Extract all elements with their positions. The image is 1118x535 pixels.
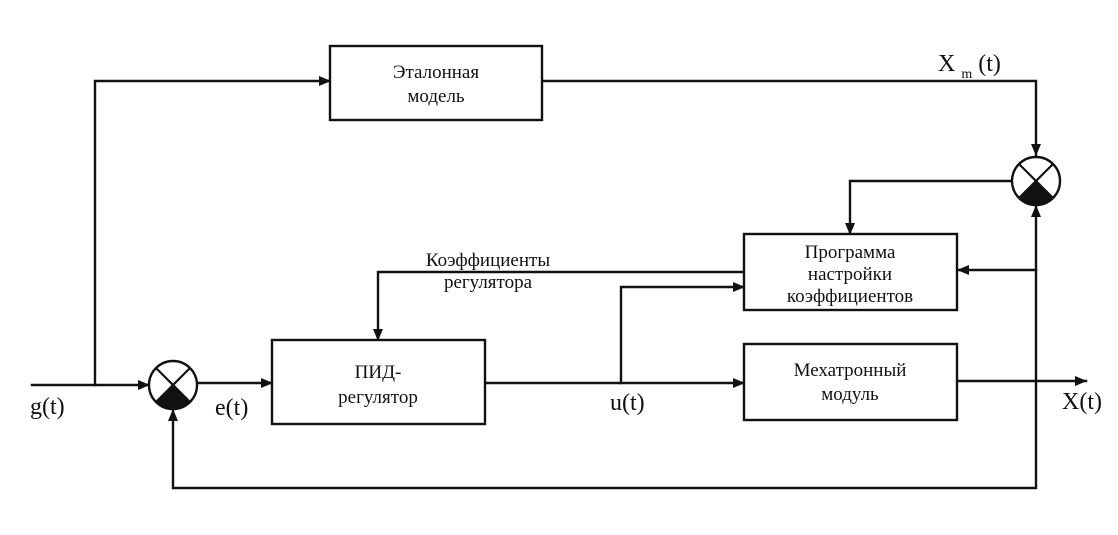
coefficients-label-line1: Коэффициенты <box>426 250 550 271</box>
signal-model-output-label: X m (t) <box>938 51 1001 84</box>
signal-input-label: g(t) <box>30 394 65 420</box>
signal-model-output-sub: m <box>961 67 972 82</box>
mechatronic-module-block: Мехатронный модуль <box>742 342 959 422</box>
tuning-program-line1: Программа <box>805 242 896 263</box>
line-tuning-to-pid <box>373 270 746 342</box>
signal-model-output-base: X <box>938 51 955 77</box>
tuning-program-line3: коэффициентов <box>787 286 913 307</box>
line-input-to-reference-model <box>93 76 332 387</box>
signal-model-output-tail: (t) <box>978 51 1001 77</box>
coefficients-label-line2: регулятора <box>444 272 533 293</box>
signal-error-label: e(t) <box>215 395 248 421</box>
pid-controller-line1: ПИД- <box>355 362 402 383</box>
reference-model-line2: модель <box>407 86 465 107</box>
line-control-to-tuning <box>619 282 746 385</box>
line-feedback-to-left-summer <box>168 379 1038 490</box>
mechatronic-module-line1: Мехатронный <box>794 360 907 381</box>
pid-controller-line2: регулятор <box>338 387 418 408</box>
pid-controller-block: ПИД- регулятор <box>270 338 487 426</box>
line-right-summer-to-tuning <box>845 179 1013 236</box>
signal-output-label: X(t) <box>1062 389 1102 415</box>
line-model-to-right-summer <box>540 79 1041 157</box>
tuning-program-line2: настройки <box>808 264 892 285</box>
reference-model-line1: Эталонная <box>393 62 479 83</box>
left-summing-junction <box>147 359 199 411</box>
tuning-program-block: Программа настройки коэффициентов <box>742 232 959 312</box>
mechatronic-module-line2: модуль <box>821 384 879 405</box>
signal-control-label: u(t) <box>610 390 645 416</box>
right-summing-junction <box>1010 155 1062 207</box>
reference-model-block: Эталонная модель <box>328 44 544 122</box>
